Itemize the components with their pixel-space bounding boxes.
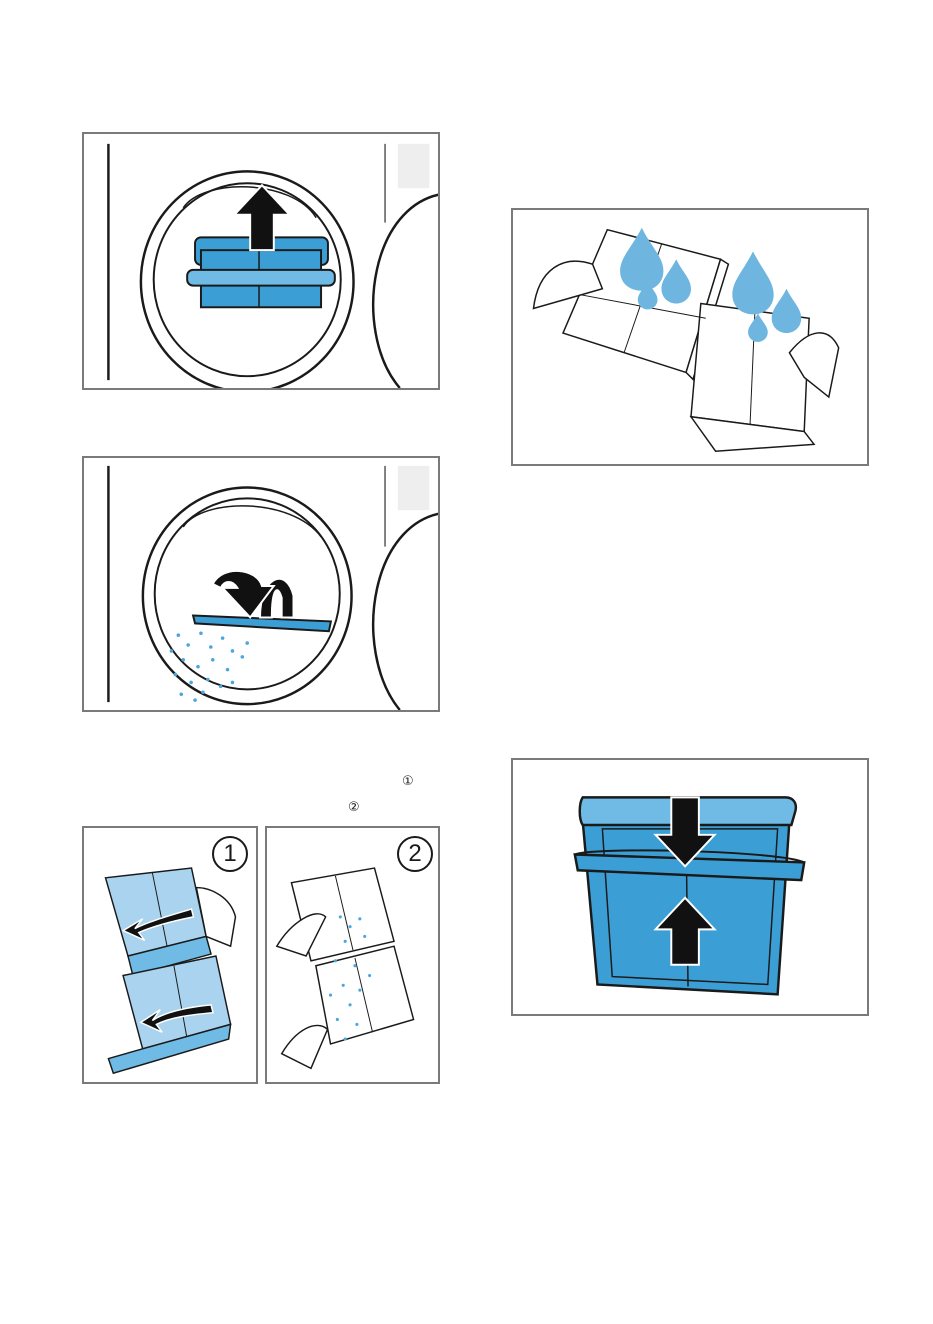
step-marker-1: ① <box>402 775 414 788</box>
figure-rinse-filter <box>511 208 869 466</box>
step-marker-2: ② <box>348 801 360 814</box>
figure-remove-filter <box>82 132 440 390</box>
figure-empty-lint <box>82 456 440 712</box>
assemble-filter-illustration <box>513 760 867 1014</box>
lint-particles <box>170 631 249 701</box>
rinse-filter-illustration <box>513 210 867 464</box>
figure-clean-filter: 2 <box>265 826 440 1084</box>
step-badge-1: 1 <box>212 836 248 872</box>
figure-open-filter: 1 <box>82 826 258 1084</box>
rotate-arrow-icon <box>213 571 294 618</box>
remove-filter-illustration <box>84 134 438 388</box>
step-badge-2: 2 <box>397 836 433 872</box>
figure-assemble-filter <box>511 758 869 1016</box>
empty-lint-illustration <box>84 458 438 710</box>
